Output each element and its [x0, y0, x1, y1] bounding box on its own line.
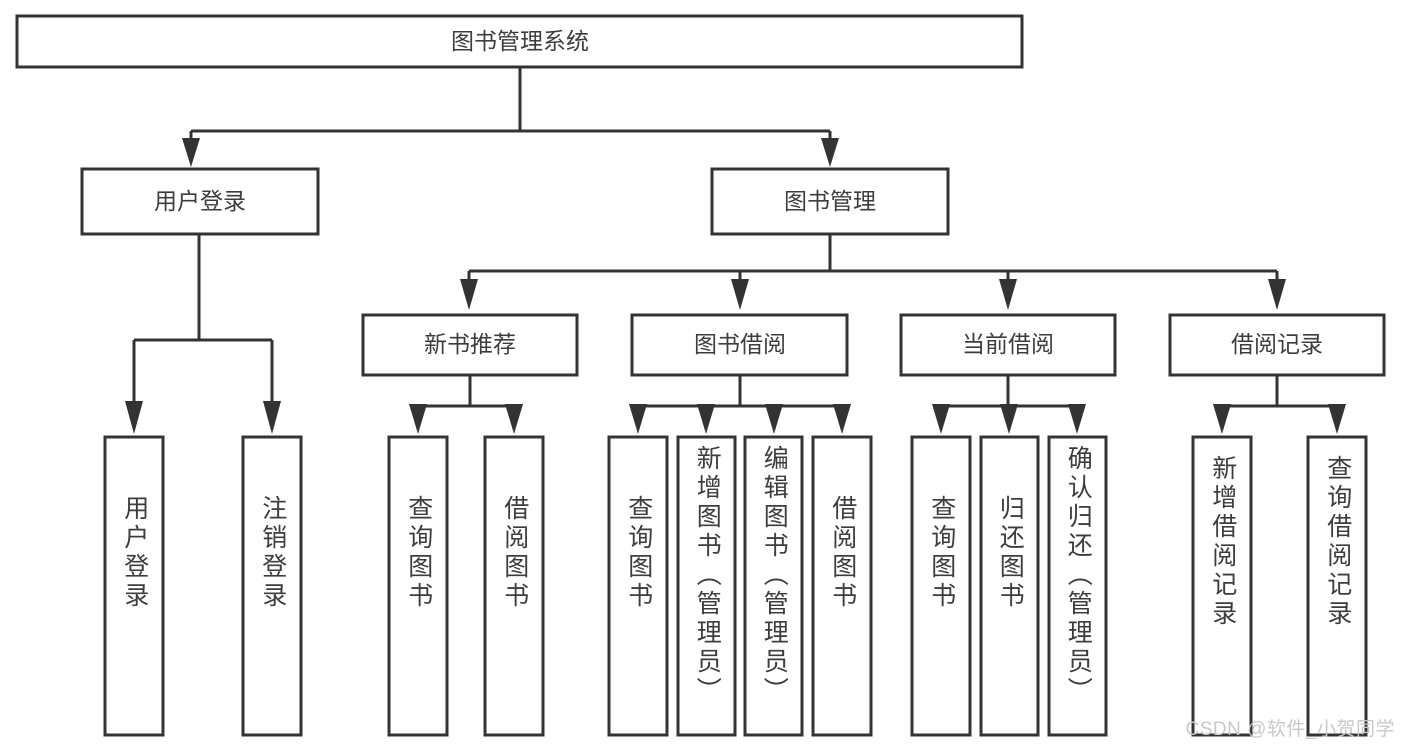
- arrow-head-leaf-borrow-book-2: [833, 404, 851, 434]
- node-new-book-rec-label: 新书推荐: [424, 331, 516, 357]
- node-borrow-record-label: 借阅记录: [1231, 331, 1323, 357]
- connector-group-user-login: [125, 234, 281, 434]
- arrow-head-leaf-confirm-return: [1068, 404, 1086, 434]
- node-leaf-edit-book-box[interactable]: [743, 435, 804, 737]
- arrow-head-user-login: [182, 138, 200, 167]
- node-root-box[interactable]: [15, 14, 1024, 69]
- connector-group-borrow-record: [1213, 375, 1346, 434]
- arrow-head-leaf-query-book-2: [629, 404, 647, 434]
- node-leaf-query-book-1-box[interactable]: [387, 435, 449, 737]
- arrow-head-book-borrow: [731, 279, 749, 310]
- node-book-manage-box[interactable]: [710, 167, 950, 236]
- arrow-head-leaf-borrow-book-1: [505, 404, 523, 434]
- node-leaf-query-book-3-box[interactable]: [910, 435, 972, 737]
- connector-group-new-book-rec: [409, 375, 523, 434]
- node-root[interactable]: 图书管理系统: [15, 14, 1024, 69]
- node-book-borrow-label: 图书借阅: [694, 331, 786, 357]
- arrow-head-current-borrow: [999, 279, 1017, 310]
- arrow-head-leaf-return-book: [1000, 404, 1018, 434]
- node-user-login[interactable]: 用户登录: [80, 167, 320, 236]
- arrow-head-borrow-record: [1268, 279, 1286, 310]
- node-book-borrow-box[interactable]: [630, 313, 849, 377]
- arrow-head-book-manage: [821, 138, 839, 167]
- node-leaf-add-book-box[interactable]: [676, 435, 737, 737]
- connector-group-book-manage: [460, 234, 1286, 310]
- node-current-borrow[interactable]: 当前借阅: [899, 313, 1117, 377]
- connector-group-book-borrow: [629, 375, 851, 434]
- node-new-book-rec[interactable]: 新书推荐: [361, 313, 579, 377]
- node-leaf-borrow-book-1-box[interactable]: [483, 435, 545, 737]
- connector-group-current-borrow: [932, 375, 1086, 434]
- node-leaf-add-record-box[interactable]: [1191, 435, 1253, 737]
- arrow-head-leaf-query-book-1: [409, 404, 427, 434]
- node-borrow-record[interactable]: 借阅记录: [1168, 313, 1386, 377]
- arrow-head-leaf-query-record: [1328, 404, 1346, 434]
- node-book-borrow[interactable]: 图书借阅: [630, 313, 849, 377]
- node-leaf-borrow-book-2-box[interactable]: [811, 435, 873, 737]
- node-current-borrow-label: 当前借阅: [962, 331, 1054, 357]
- node-root-label: 图书管理系统: [451, 28, 589, 54]
- arrow-head-leaf-user-login: [125, 401, 143, 434]
- node-leaf-query-book-2-box[interactable]: [607, 435, 669, 737]
- connector-group-root: [182, 68, 839, 167]
- node-leaf-query-record-box[interactable]: [1306, 435, 1368, 737]
- node-leaf-return-book-box[interactable]: [979, 435, 1040, 737]
- arrow-head-leaf-add-record: [1213, 404, 1231, 434]
- node-new-book-rec-box[interactable]: [361, 313, 579, 377]
- arrow-head-leaf-query-book-3: [932, 404, 950, 434]
- node-current-borrow-box[interactable]: [899, 313, 1117, 377]
- node-leaf-logout-box[interactable]: [241, 435, 303, 737]
- node-leaf-user-login-box[interactable]: [103, 435, 165, 737]
- arrow-head-leaf-edit-book: [765, 404, 783, 434]
- node-leaf-confirm-return-box[interactable]: [1047, 435, 1108, 737]
- arrow-head-leaf-add-book: [697, 404, 715, 434]
- node-borrow-record-box[interactable]: [1168, 313, 1386, 377]
- node-book-manage-label: 图书管理: [784, 188, 876, 214]
- node-user-login-label: 用户登录: [154, 188, 246, 214]
- watermark-text: CSDN @软件_小贺同学: [1185, 719, 1395, 740]
- arrow-head-leaf-logout: [263, 401, 281, 434]
- node-book-manage[interactable]: 图书管理: [710, 167, 950, 236]
- arrow-head-new-book-rec: [460, 279, 478, 310]
- node-user-login-box[interactable]: [80, 167, 320, 236]
